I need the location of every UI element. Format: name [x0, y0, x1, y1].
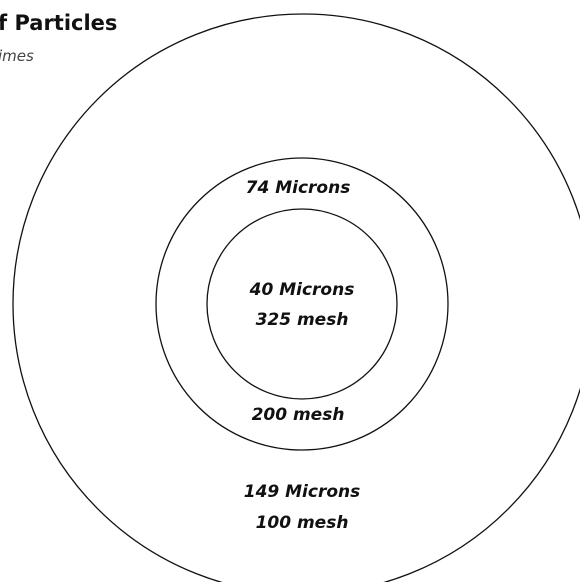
- inner-ring-mesh-label: 325 mesh: [256, 310, 349, 330]
- diagram-subtitle: imes: [0, 47, 34, 65]
- middle-ring-mesh-label: 200 mesh: [252, 405, 345, 425]
- middle-ring-circle: [155, 157, 449, 451]
- outer-ring-mesh-label: 100 mesh: [256, 513, 349, 533]
- middle-ring-microns-label: 74 Microns: [246, 178, 351, 198]
- outer-ring-microns-label: 149 Microns: [244, 482, 361, 502]
- inner-ring-circle: [206, 208, 398, 400]
- outer-ring-circle: [12, 13, 580, 582]
- inner-ring-microns-label: 40 Microns: [249, 280, 355, 300]
- diagram-title: f Particles: [0, 11, 117, 35]
